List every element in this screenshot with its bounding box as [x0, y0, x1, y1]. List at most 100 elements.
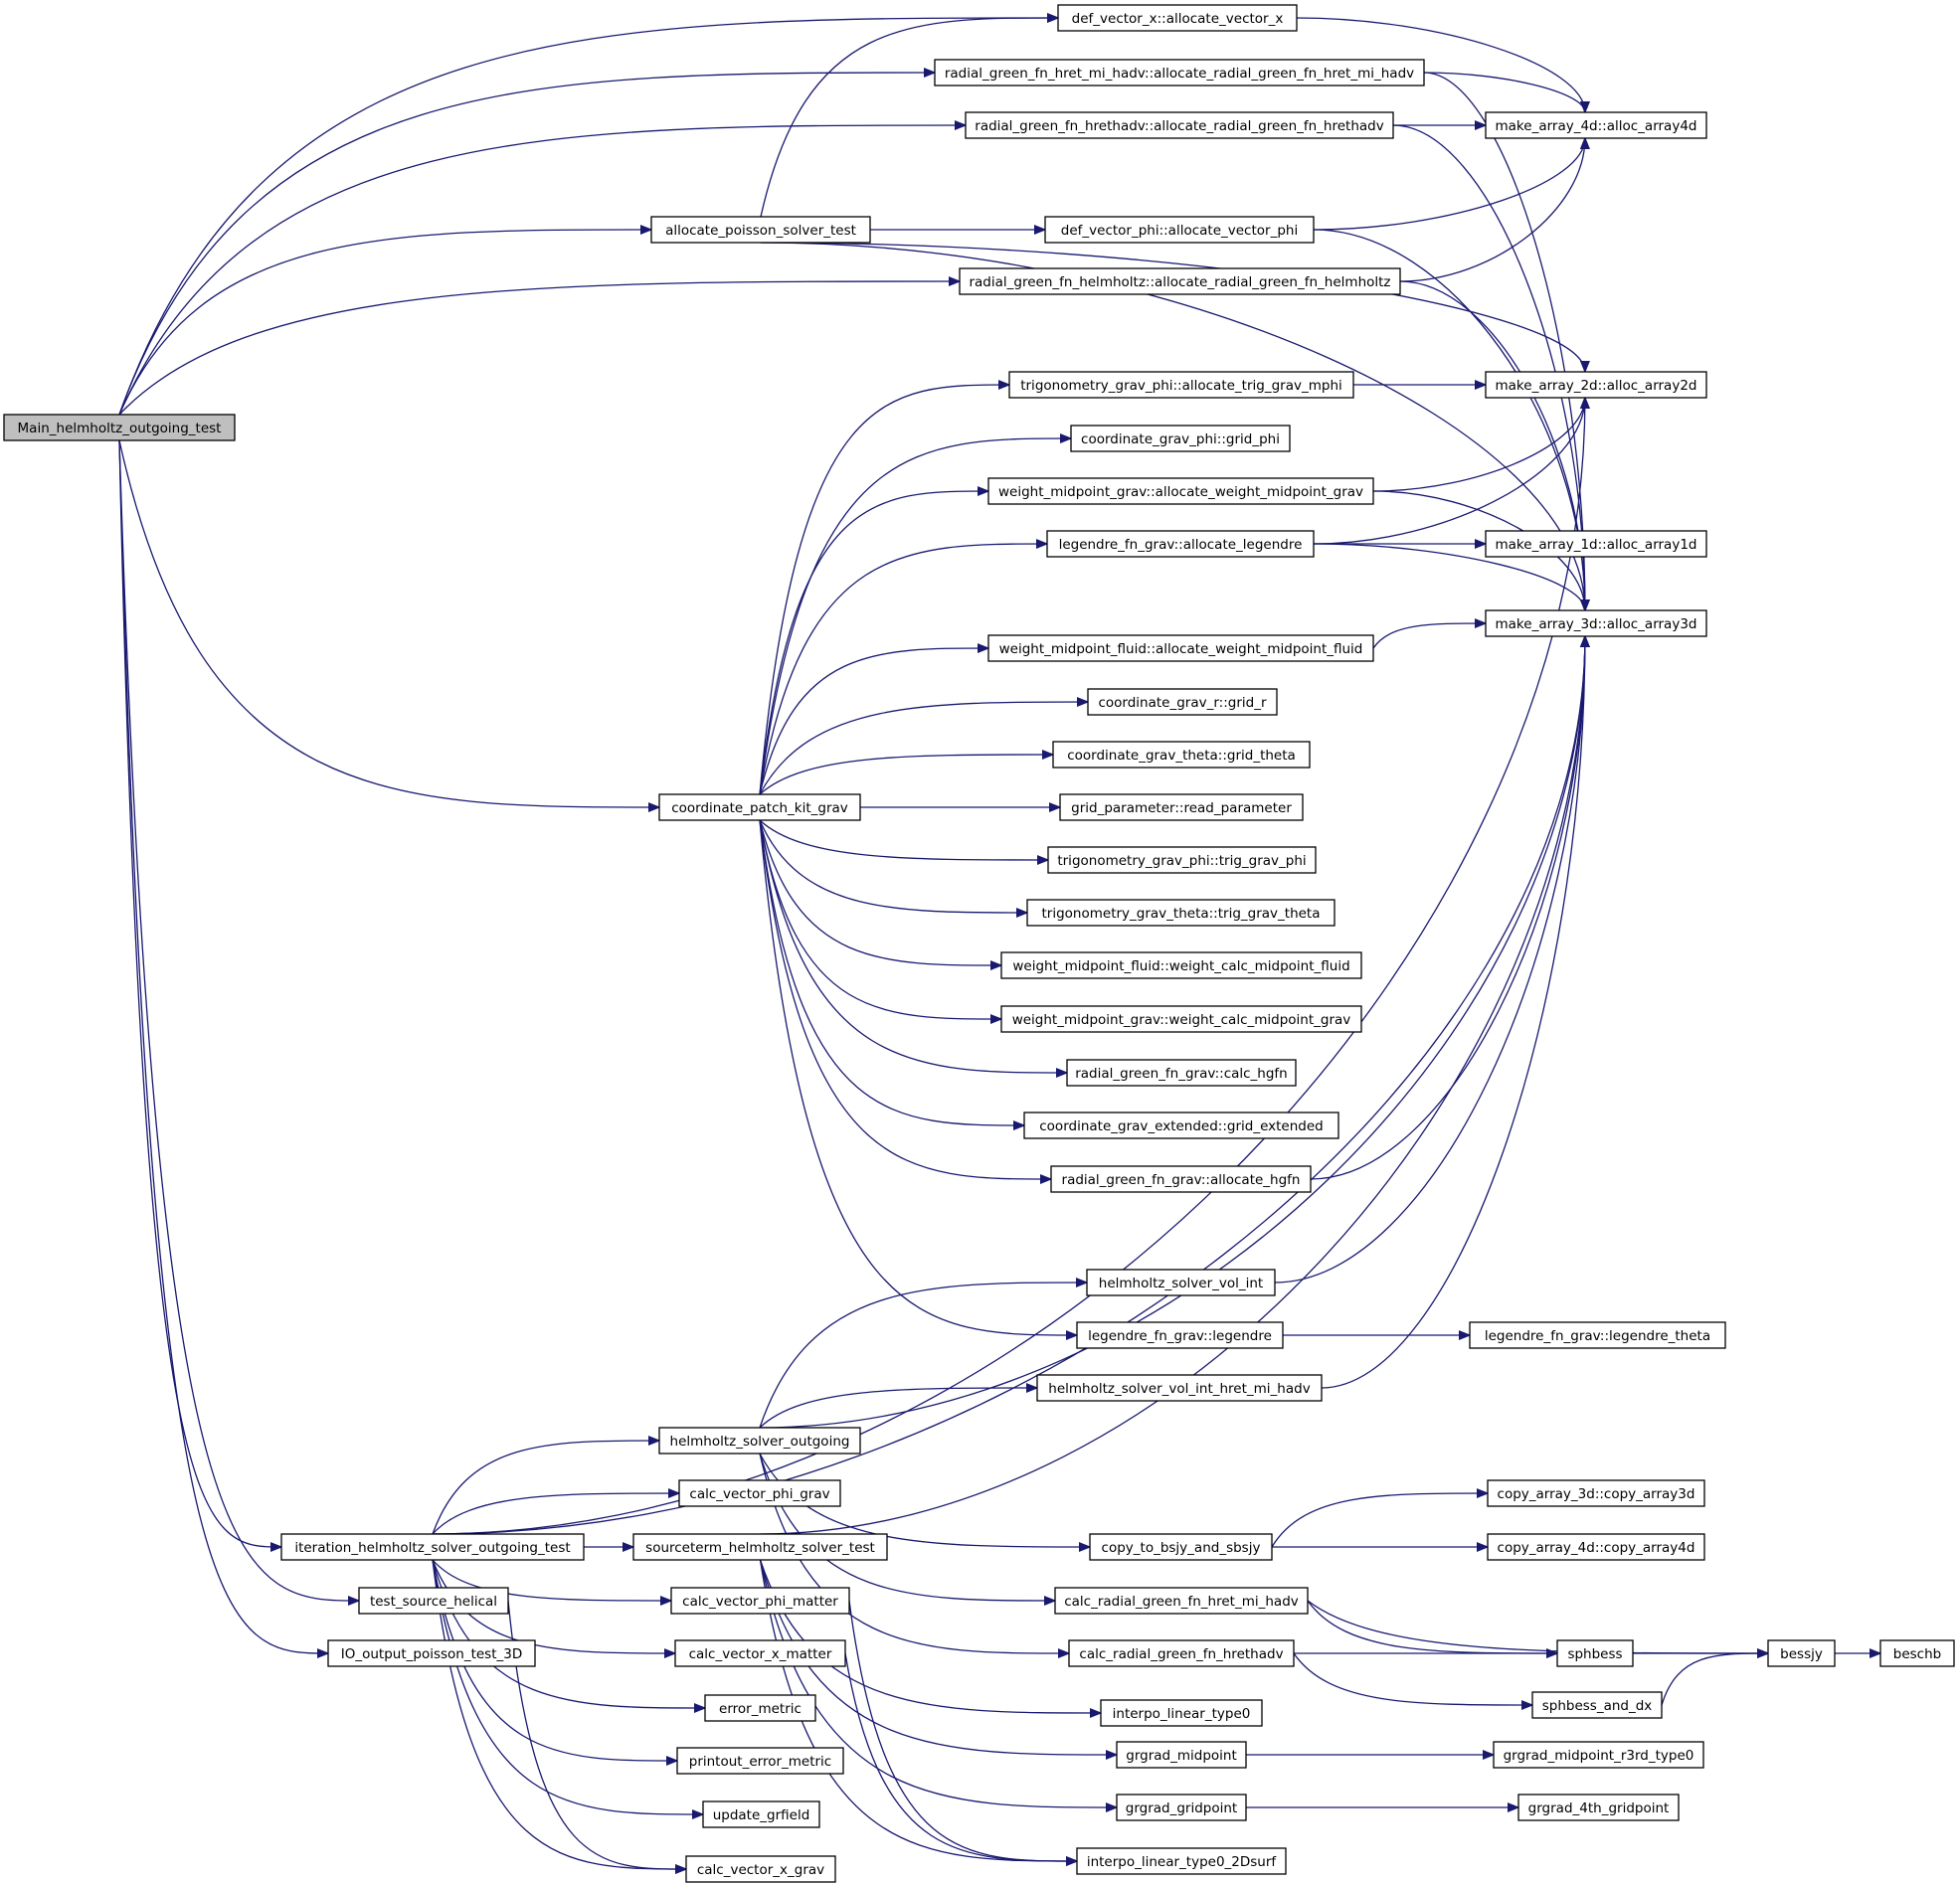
node-rgah[interactable]: radial_green_fn_grav::allocate_hgfn — [1050, 1165, 1312, 1193]
node-ggm[interactable]: grgrad_midpoint — [1116, 1741, 1247, 1769]
edge-apst-to-a3d — [760, 242, 1585, 610]
node-cgr[interactable]: coordinate_grav_r::grid_r — [1087, 688, 1278, 716]
edge-hso-to-a3d — [759, 636, 1585, 1429]
node-cvpg[interactable]: calc_vector_phi_grav — [678, 1479, 841, 1507]
node-ca4[interactable]: copy_array_4d::copy_array4d — [1487, 1533, 1705, 1561]
node-hsvi[interactable]: helmholtz_solver_vol_int — [1086, 1269, 1276, 1296]
node-beschb[interactable]: beschb — [1879, 1639, 1955, 1667]
node-wmg[interactable]: weight_midpoint_grav::allocate_weight_mi… — [987, 477, 1374, 505]
node-ca3[interactable]: copy_array_3d::copy_array3d — [1487, 1479, 1705, 1507]
node-box — [632, 1533, 888, 1561]
node-dvx[interactable]: def_vector_x::allocate_vector_x — [1057, 4, 1298, 32]
node-wcmg[interactable]: weight_midpoint_grav::weight_calc_midpoi… — [1000, 1005, 1362, 1033]
node-gpr[interactable]: grid_parameter::read_parameter — [1059, 793, 1304, 821]
node-label: coordinate_patch_kit_grav — [671, 800, 848, 816]
node-box — [987, 634, 1374, 662]
node-iop[interactable]: IO_output_poisson_test_3D — [327, 1639, 536, 1667]
node-box — [702, 1800, 820, 1828]
node-lfl[interactable]: legendre_fn_grav::legendre — [1076, 1321, 1284, 1349]
node-label: calc_vector_phi_grav — [689, 1486, 829, 1502]
node-pem[interactable]: printout_error_metric — [676, 1747, 844, 1775]
node-box — [1485, 371, 1707, 399]
node-box — [987, 477, 1374, 505]
node-label: radial_green_fn_hrethadv::allocate_radia… — [975, 118, 1383, 134]
edge-sphdx-to-bessjy — [1661, 1653, 1768, 1706]
edge-main-to-rgh — [118, 125, 966, 416]
node-ilt02[interactable]: interpo_linear_type0_2Dsurf — [1076, 1847, 1287, 1875]
node-box — [1485, 609, 1707, 637]
node-ilt0[interactable]: interpo_linear_type0 — [1100, 1699, 1263, 1727]
node-a4d[interactable]: make_array_4d::alloc_array4d — [1485, 111, 1707, 139]
node-wcmf[interactable]: weight_midpoint_fluid::weight_calc_midpo… — [1000, 951, 1362, 979]
node-cge[interactable]: coordinate_grav_extended::grid_extended — [1023, 1112, 1339, 1139]
node-label: printout_error_metric — [689, 1754, 831, 1770]
node-tgt[interactable]: trigonometry_grav_theta::trig_grav_theta — [1026, 899, 1336, 927]
node-ggmr[interactable]: grgrad_midpoint_r3rd_type0 — [1493, 1741, 1704, 1769]
edge-cpkg-to-tgpa — [759, 385, 1009, 795]
node-em[interactable]: error_metric — [704, 1694, 816, 1722]
node-box — [1059, 793, 1304, 821]
node-wmf[interactable]: weight_midpoint_fluid::allocate_weight_m… — [987, 634, 1374, 662]
node-sph[interactable]: sphbess — [1556, 1639, 1634, 1667]
node-gg4[interactable]: grgrad_4th_gridpoint — [1517, 1794, 1680, 1821]
node-a2d[interactable]: make_array_2d::alloc_array2d — [1485, 371, 1707, 399]
node-box — [1531, 1691, 1663, 1719]
node-sphdx[interactable]: sphbess_and_dx — [1531, 1691, 1663, 1719]
node-cvxg[interactable]: calc_vector_x_grav — [685, 1855, 836, 1883]
edge-cpkg-to-wmg — [759, 491, 988, 795]
node-hsvih[interactable]: helmholtz_solver_vol_int_hret_mi_hadv — [1036, 1374, 1323, 1402]
node-cgp[interactable]: coordinate_grav_phi::grid_phi — [1070, 425, 1291, 452]
node-ugr[interactable]: update_grfield — [702, 1800, 820, 1828]
node-box — [1047, 846, 1317, 874]
edge-hso-to-hsvih — [759, 1388, 1037, 1429]
edge-cpkg-to-wcmf — [759, 819, 1001, 965]
node-tgpa[interactable]: trigonometry_grav_phi::allocate_trig_gra… — [1008, 371, 1354, 399]
node-box — [1485, 111, 1707, 139]
node-label: calc_vector_phi_matter — [682, 1594, 838, 1610]
node-dvp[interactable]: def_vector_phi::allocate_vector_phi — [1044, 216, 1315, 244]
node-crgh2[interactable]: calc_radial_green_fn_hrethadv — [1068, 1639, 1295, 1667]
node-cvxm[interactable]: calc_vector_x_matter — [674, 1639, 846, 1667]
node-label: make_array_1d::alloc_array1d — [1496, 537, 1697, 553]
edge-hsvih-to-a3d — [1321, 636, 1585, 1389]
node-label: copy_array_4d::copy_array4d — [1498, 1540, 1695, 1556]
node-crgh[interactable]: calc_radial_green_fn_hret_mi_hadv — [1054, 1587, 1309, 1615]
node-a3d[interactable]: make_array_3d::alloc_array3d — [1485, 609, 1707, 637]
edge-rgah-to-a3d — [1310, 636, 1585, 1180]
edge-cpkg-to-cgt — [759, 755, 1053, 795]
node-lfa[interactable]: legendre_fn_grav::allocate_legendre — [1046, 530, 1315, 558]
node-bessjy[interactable]: bessjy — [1767, 1639, 1836, 1667]
node-ctb[interactable]: copy_to_bsjy_and_sbsjy — [1089, 1533, 1273, 1561]
node-rgch[interactable]: radial_green_fn_grav::calc_hgfn — [1066, 1059, 1297, 1087]
node-hso[interactable]: helmholtz_solver_outgoing — [658, 1427, 861, 1455]
node-tsh[interactable]: test_source_helical — [358, 1587, 509, 1615]
node-label: IO_output_poisson_test_3D — [341, 1646, 523, 1662]
node-ihsot[interactable]: iteration_helmholtz_solver_outgoing_test — [280, 1533, 585, 1561]
node-rghel[interactable]: radial_green_fn_helmholtz::allocate_radi… — [959, 267, 1401, 295]
edge-tsh-to-cvxg — [507, 1600, 686, 1869]
node-lflt[interactable]: legendre_fn_grav::legendre_theta — [1469, 1321, 1726, 1349]
node-cvpm[interactable]: calc_vector_phi_matter — [670, 1587, 850, 1615]
edge-hsvi-to-a3d — [1274, 636, 1585, 1284]
node-rghmh[interactable]: radial_green_fn_hret_mi_hadv::allocate_r… — [934, 59, 1425, 86]
node-label: make_array_3d::alloc_array3d — [1496, 616, 1697, 632]
node-box — [1000, 951, 1362, 979]
node-tgp[interactable]: trigonometry_grav_phi::trig_grav_phi — [1047, 846, 1317, 874]
edge-wmf-to-a3d — [1372, 623, 1486, 649]
node-ggg[interactable]: grgrad_gridpoint — [1116, 1794, 1247, 1821]
node-rgh[interactable]: radial_green_fn_hrethadv::allocate_radia… — [965, 111, 1394, 139]
node-apst[interactable]: allocate_poisson_solver_test — [650, 216, 871, 244]
node-label: weight_midpoint_grav::allocate_weight_mi… — [998, 484, 1363, 500]
node-box — [959, 267, 1401, 295]
node-cgt[interactable]: coordinate_grav_theta::grid_theta — [1052, 741, 1311, 769]
node-label: helmholtz_solver_outgoing — [670, 1434, 850, 1450]
node-label: beschb — [1893, 1646, 1941, 1662]
node-box — [1008, 371, 1354, 399]
node-cpkg[interactable]: coordinate_patch_kit_grav — [658, 793, 861, 821]
node-sthst[interactable]: sourceterm_helmholtz_solver_test — [632, 1533, 888, 1561]
node-label: weight_midpoint_fluid::weight_calc_midpo… — [1012, 958, 1349, 974]
edge-ctb-to-ca3 — [1271, 1493, 1488, 1548]
node-a1d[interactable]: make_array_1d::alloc_array1d — [1485, 530, 1707, 558]
node-main[interactable]: Main_helmholtz_outgoing_test — [3, 414, 236, 441]
node-label: radial_green_fn_hret_mi_hadv::allocate_r… — [945, 66, 1414, 82]
